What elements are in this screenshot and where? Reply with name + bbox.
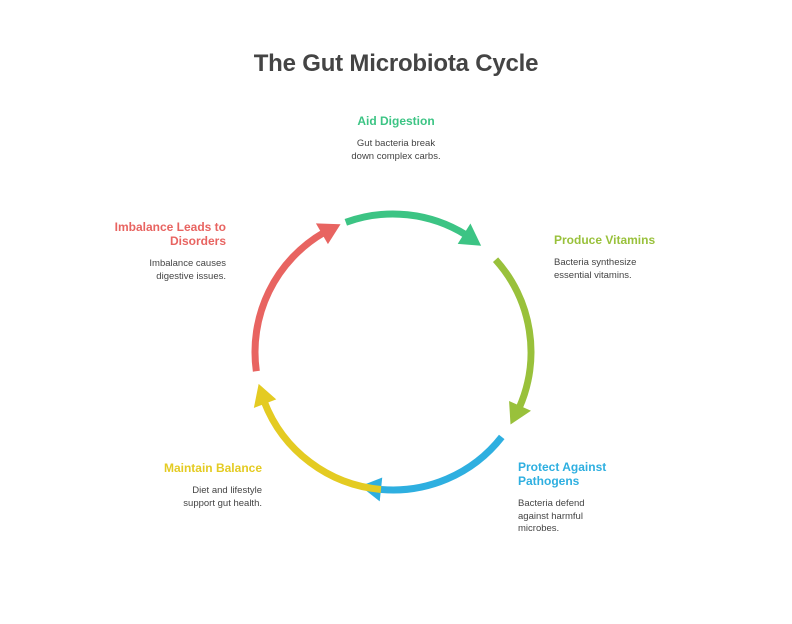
protect-pathogens-arc xyxy=(378,434,505,494)
step-maintain-balance-heading: Maintain Balance xyxy=(163,461,262,475)
diagram-title: The Gut Microbiota Cycle xyxy=(253,50,539,77)
heading-line: Disorders xyxy=(169,234,226,248)
produce-vitamins-arc xyxy=(492,257,535,410)
produce-vitamins-arrowhead xyxy=(509,401,531,425)
desc-line: Gut bacteria break xyxy=(356,138,436,149)
step-imbalance-description: Imbalance causes digestive issues. xyxy=(96,258,226,283)
step-protect-description: Bacteria defend against harmful microbes… xyxy=(518,498,638,536)
desc-line: support gut health. xyxy=(183,497,262,509)
desc-line: digestive issues. xyxy=(156,270,226,282)
maintain-balance-arc xyxy=(260,400,382,493)
heading-line: Protect Against xyxy=(518,460,607,474)
desc-line: microbes. xyxy=(518,523,560,534)
step-imbalance-heading: Imbalance Leads to Disorders xyxy=(96,220,226,248)
step-produce-vitamins: Produce Vitamins Bacteria synthesize ess… xyxy=(554,233,684,282)
cycle-arcs xyxy=(251,210,535,502)
desc-line: Imbalance causes xyxy=(149,258,226,269)
imbalance-arrowhead xyxy=(315,223,341,245)
step-aid-digestion-heading: Aid Digestion xyxy=(357,114,435,128)
step-protect-heading: Protect Against Pathogens xyxy=(518,460,638,488)
step-maintain-balance-description: Diet and lifestyle support gut health. xyxy=(142,485,262,510)
step-protect-against-pathogens: Protect Against Pathogens Bacteria defen… xyxy=(518,460,638,536)
imbalance-arc xyxy=(251,229,326,372)
step-maintain-balance: Maintain Balance Diet and lifestyle supp… xyxy=(142,461,262,510)
step-produce-vitamins-heading: Produce Vitamins xyxy=(554,233,656,247)
maintain-balance-arrow xyxy=(253,383,382,493)
desc-line: against harmful xyxy=(518,510,583,522)
heading-line: Pathogens xyxy=(518,474,580,488)
desc-line: essential vitamins. xyxy=(554,269,632,281)
produce-vitamins-arrow xyxy=(492,257,535,425)
step-aid-digestion: Aid Digestion Gut bacteria break down co… xyxy=(306,114,486,163)
desc-line: Bacteria defend xyxy=(518,498,585,509)
desc-line: Diet and lifestyle xyxy=(192,485,262,496)
desc-line: Bacteria synthesize xyxy=(554,257,637,268)
step-produce-vitamins-description: Bacteria synthesize essential vitamins. xyxy=(554,257,684,282)
aid-digestion-arrowhead xyxy=(457,223,482,246)
step-aid-digestion-description: Gut bacteria break down complex carbs. xyxy=(306,138,486,163)
aid-digestion-arrow xyxy=(344,210,482,246)
maintain-balance-arrowhead xyxy=(253,383,277,408)
heading-line: Imbalance Leads to xyxy=(114,220,226,234)
protect-pathogens-arrow xyxy=(360,434,505,502)
aid-digestion-arc xyxy=(344,210,468,238)
imbalance-arrow xyxy=(251,223,341,372)
desc-line: down complex carbs. xyxy=(351,150,441,162)
step-imbalance-leads-to-disorders: Imbalance Leads to Disorders Imbalance c… xyxy=(96,220,226,283)
